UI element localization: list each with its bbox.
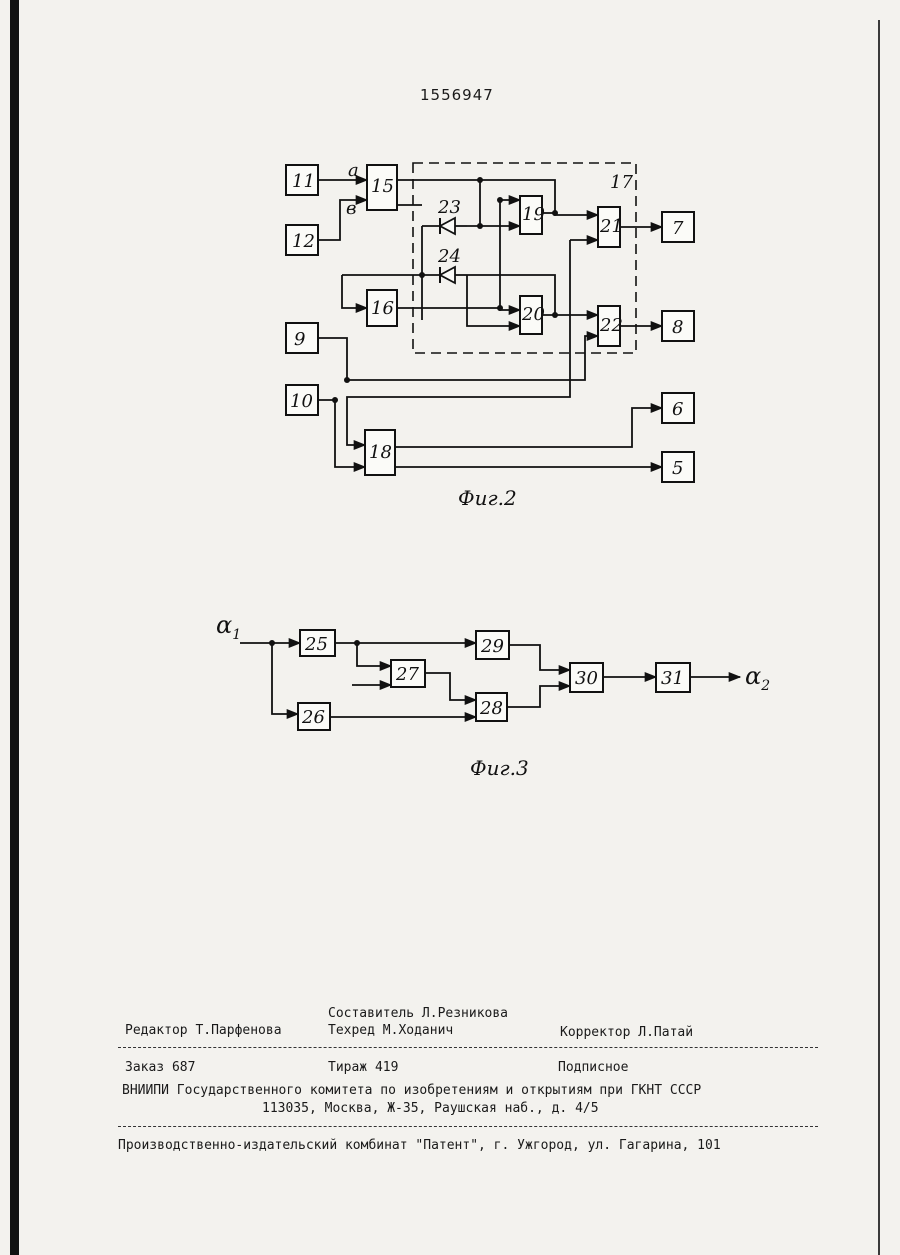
svg-text:31: 31 [661, 668, 684, 689]
svg-text:10: 10 [290, 391, 313, 412]
output-alpha-2: α2 [745, 662, 770, 694]
address-line: 113035, Москва, Ж-35, Раушская наб., д. … [262, 1101, 599, 1116]
group-17-label: 17 [610, 172, 633, 193]
publisher-line: Производственно-издательский комбинат "П… [118, 1138, 721, 1153]
editor-credit: Редактор Т.Парфенова [125, 1023, 282, 1038]
techeditor-credit: Техред М.Ходанич [328, 1023, 453, 1038]
svg-text:22: 22 [599, 315, 623, 336]
svg-text:26: 26 [301, 707, 325, 728]
svg-text:20: 20 [521, 304, 545, 325]
svg-text:29: 29 [480, 636, 504, 657]
block-20: 20 [520, 296, 545, 334]
block-29: 29 [476, 631, 509, 659]
svg-text:19: 19 [522, 204, 545, 225]
svg-text:18: 18 [369, 442, 392, 463]
institute-line: ВНИИПИ Государственного комитета по изоб… [122, 1083, 701, 1098]
figure-2-caption: Фиг.2 [458, 486, 517, 510]
block-11: 11 [286, 165, 318, 195]
diode-23: 23 [437, 197, 467, 234]
figure-3: α1 α2 25 26 27 28 29 30 31 Фиг.3 [216, 611, 770, 780]
proofreader-credit: Корректор Л.Патай [560, 1025, 693, 1040]
block-18: 18 [365, 430, 395, 475]
svg-text:16: 16 [371, 298, 394, 319]
svg-text:8: 8 [672, 317, 683, 338]
svg-text:12: 12 [292, 231, 315, 252]
diode-24: 24 [437, 246, 467, 283]
block-25: 25 [300, 630, 335, 656]
block-6: 6 [662, 393, 694, 423]
diode-24-label: 24 [437, 246, 461, 267]
imprint-divider-1 [118, 1047, 818, 1048]
block-27: 27 [391, 660, 425, 687]
svg-text:6: 6 [672, 399, 683, 420]
diode-23-label: 23 [437, 197, 461, 218]
block-30: 30 [570, 663, 603, 692]
svg-text:21: 21 [599, 216, 623, 237]
svg-text:30: 30 [575, 668, 598, 689]
block-22: 22 [598, 306, 623, 346]
block-5: 5 [662, 452, 694, 482]
compiler-credit: Составитель Л.Резникова [328, 1006, 508, 1021]
block-12: 12 [286, 225, 318, 255]
imprint-divider-2 [118, 1126, 818, 1127]
svg-text:5: 5 [672, 458, 683, 479]
block-26: 26 [298, 703, 330, 730]
block-16: 16 [367, 290, 397, 326]
block-10: 10 [286, 385, 318, 415]
block-15: 15 [367, 165, 397, 210]
block-7: 7 [662, 212, 694, 242]
input-alpha-1: α1 [216, 611, 241, 643]
svg-text:15: 15 [371, 176, 394, 197]
block-31: 31 [656, 663, 690, 692]
block-21: 21 [598, 207, 623, 247]
figure-2: 17 [286, 160, 694, 510]
block-8: 8 [662, 311, 694, 341]
svg-text:7: 7 [672, 218, 684, 239]
svg-text:25: 25 [304, 634, 328, 655]
order-number: Заказ 687 [125, 1060, 195, 1075]
block-19: 19 [520, 196, 545, 234]
svg-text:11: 11 [292, 171, 315, 192]
input-label-b: в [346, 198, 356, 219]
svg-text:28: 28 [479, 698, 503, 719]
input-label-a: а [348, 160, 359, 181]
circulation: Тираж 419 [328, 1060, 398, 1075]
svg-text:27: 27 [395, 664, 419, 685]
subscription-note: Подписное [558, 1060, 628, 1075]
block-9: 9 [286, 323, 318, 353]
svg-text:9: 9 [294, 329, 305, 350]
block-28: 28 [476, 693, 507, 721]
figure-3-caption: Фиг.3 [470, 756, 529, 780]
